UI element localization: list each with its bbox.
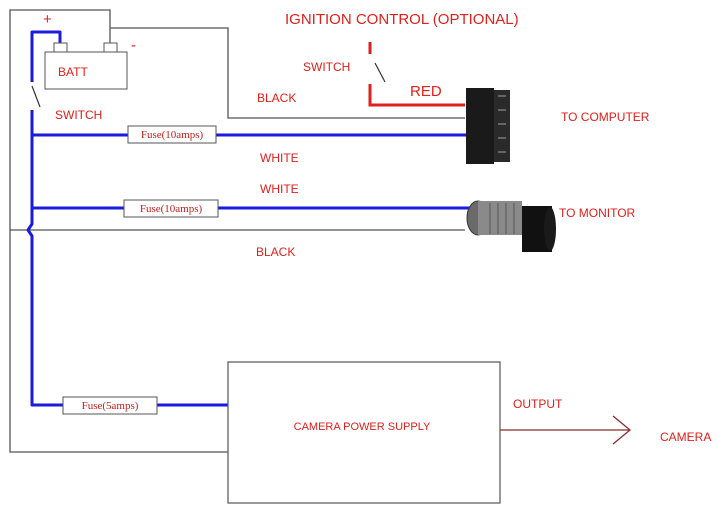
fuse-computer-label: Fuse(10amps) — [141, 129, 204, 141]
battery-positive-terminal — [53, 42, 68, 53]
to-monitor-label: TO MONITOR — [559, 206, 636, 220]
ignition-red-wire — [368, 42, 465, 107]
black-wires — [9, 9, 465, 453]
battery-negative-terminal — [103, 42, 118, 53]
fuse-camera-label: Fuse(5amps) — [82, 400, 139, 412]
fuse-monitor-label: Fuse(10amps) — [140, 203, 203, 215]
camera-label: CAMERA — [660, 430, 711, 444]
ignition-control-title: IGNITION CONTROL (OPTIONAL) — [285, 11, 519, 28]
red-wire-label: RED — [410, 83, 442, 100]
monitor-connector-barrel — [478, 201, 522, 235]
fuse-camera-body — [62, 396, 158, 415]
main-switch-label: SWITCH — [55, 108, 102, 122]
battery-label: BATT — [58, 65, 88, 79]
fuse-camera: Fuse(5amps) — [62, 396, 158, 415]
computer-connector-face — [494, 90, 510, 162]
battery: BATT + - — [43, 11, 136, 90]
computer-connector-body — [466, 88, 494, 164]
battery-body — [44, 51, 128, 90]
blue-wires — [26, 30, 475, 407]
ignition-switch — [374, 62, 386, 83]
main-positive-bus — [26, 110, 63, 407]
output-arrow — [500, 415, 632, 445]
fuse-monitor-body — [123, 199, 219, 218]
fuse-computer: Fuse(10amps) — [127, 125, 217, 144]
battery-positive-sign: + — [43, 11, 52, 28]
fuse-monitor: Fuse(10amps) — [123, 199, 219, 218]
camera-power-supply-label: CAMERA POWER SUPPLY — [294, 421, 431, 433]
ignition-switch-label: SWITCH — [303, 60, 350, 74]
white-label-computer: WHITE — [260, 151, 299, 165]
monitor-connector-face — [544, 207, 556, 251]
computer-black-wire — [110, 27, 465, 119]
main-switch — [31, 85, 41, 108]
battery-negative-wire — [9, 9, 228, 453]
computer-connector — [466, 88, 510, 164]
battery-positive-wire — [30, 30, 62, 82]
fuse-computer-body — [127, 125, 217, 144]
white-label-monitor: WHITE — [260, 182, 299, 196]
battery-negative-sign: - — [131, 37, 136, 54]
black-label-monitor: BLACK — [256, 245, 295, 259]
monitor-connector — [466, 200, 556, 252]
output-label: OUTPUT — [513, 397, 563, 411]
black-label-top: BLACK — [257, 91, 296, 105]
to-computer-label: TO COMPUTER — [561, 110, 650, 124]
camera-power-supply-box — [227, 361, 501, 504]
